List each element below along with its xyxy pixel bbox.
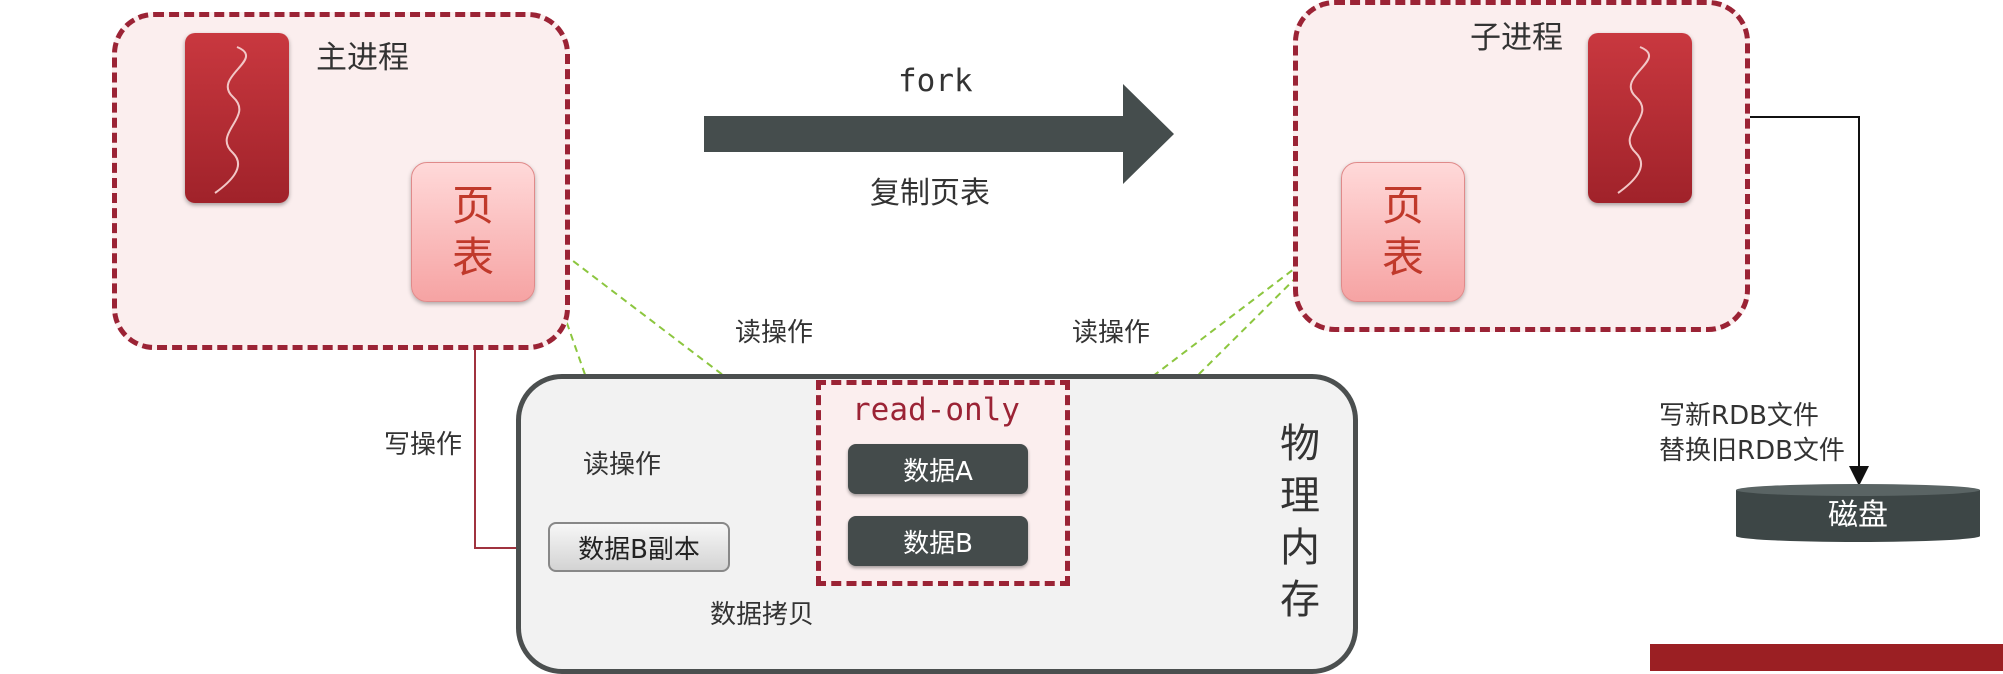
child-page-table: 页表	[1341, 162, 1465, 302]
data-a-block: 数据A	[848, 444, 1028, 494]
main-thread-icon	[185, 33, 289, 203]
fork-label: fork	[898, 63, 973, 99]
bottom-banner	[1650, 641, 2003, 671]
read-only-label: read-only	[852, 392, 1020, 428]
write-op-label: 写操作	[384, 430, 463, 460]
child-process-title: 子进程	[1470, 20, 1563, 56]
copy-page-table-label: 复制页表	[870, 176, 990, 211]
read-op-label-inner: 读操作	[583, 450, 662, 480]
data-b-copy-block: 数据B副本	[548, 522, 730, 572]
fork-arrow	[704, 84, 1174, 184]
main-process-title: 主进程	[316, 40, 409, 76]
disk-label: 磁盘	[1828, 498, 1888, 533]
child-page-table-label: 页表	[1381, 181, 1424, 282]
read-op-label-right: 读操作	[1072, 318, 1151, 348]
main-page-table: 页表	[411, 162, 535, 302]
disk-write-label-line1: 写新RDB文件	[1659, 401, 1819, 431]
physical-memory-title: 物理内存	[1280, 421, 1320, 623]
data-copy-label: 数据拷贝	[710, 600, 815, 630]
disk-cylinder	[1736, 484, 1980, 542]
main-page-table-label: 页表	[451, 181, 494, 282]
read-arrow-child-to-data-a	[1030, 233, 1341, 470]
child-thread-icon	[1588, 33, 1692, 203]
data-b-block: 数据B	[848, 516, 1028, 566]
read-op-label-left: 读操作	[735, 318, 814, 348]
disk-write-label-line2: 替换旧RDB文件	[1659, 436, 1845, 466]
